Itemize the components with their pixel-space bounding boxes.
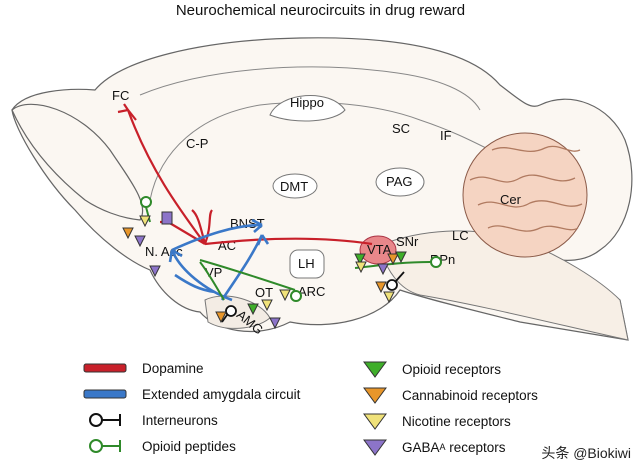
label-ot: OT (255, 285, 273, 300)
receptor-marks (122, 211, 407, 330)
label-hippo: Hippo (290, 95, 324, 110)
diagram-title: Neurochemical neurocircuits in drug rewa… (175, 2, 466, 19)
lh-shape (289, 249, 325, 279)
amygdala-pathways (168, 218, 270, 302)
watermark: 头条 @Biokiwi (541, 445, 631, 461)
label-cer: Cer (500, 192, 522, 207)
label-sc: SC (392, 121, 410, 136)
dmt-shape (272, 173, 318, 199)
label-lh: LH (298, 256, 315, 271)
cerebellum (462, 132, 588, 258)
pag-shape (375, 167, 425, 197)
opioid-peptide-pathways (140, 196, 442, 302)
label-cp: C-P (186, 136, 208, 151)
hippo-shape (269, 94, 346, 122)
callosum-line (139, 66, 481, 111)
label-fc: FC (112, 88, 129, 103)
label-dmt: DMT (280, 179, 308, 194)
label-vta: VTA (367, 242, 392, 257)
brainstem-outline (379, 230, 629, 341)
interneuron-marks (221, 271, 405, 323)
label-arc: ARC (298, 284, 325, 299)
label-lc: LC (452, 228, 469, 243)
label-if: IF (440, 128, 452, 143)
label-snr: SNr (396, 234, 419, 249)
label-pag: PAG (386, 174, 413, 189)
